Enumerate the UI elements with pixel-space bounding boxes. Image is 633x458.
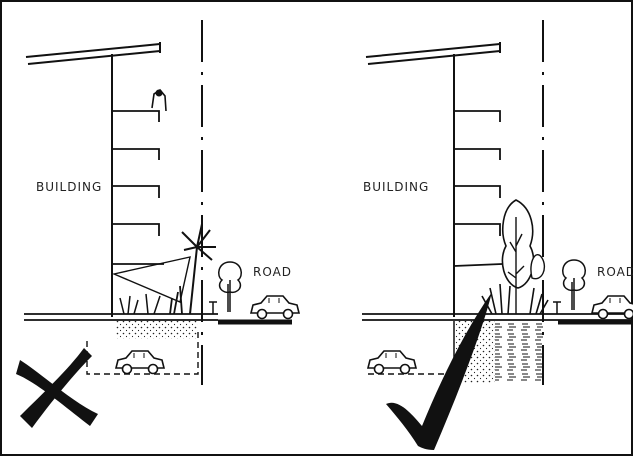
balconies: [454, 111, 502, 266]
roof-line: [26, 42, 160, 64]
street-tree: [219, 262, 242, 312]
balconies: [112, 111, 164, 264]
road-label: ROAD: [253, 265, 292, 279]
cross-mark-icon: [16, 348, 98, 428]
building-label: BUILDING: [363, 180, 429, 194]
street-tree: [563, 260, 586, 310]
ground-line: [362, 314, 632, 320]
ground-line: [24, 314, 218, 320]
building-label: BUILDING: [36, 180, 102, 194]
right-panel: ROAD BUILDING: [362, 20, 633, 450]
dense-planting: [482, 200, 548, 314]
root-zone: [495, 321, 543, 383]
roof-line: [366, 42, 500, 64]
person-figure: [152, 90, 166, 112]
soil-layer: [116, 321, 198, 339]
left-panel: ROAD BUILDING: [16, 20, 299, 428]
basement-car: [368, 351, 416, 374]
basement-car: [116, 351, 164, 374]
road-label: ROAD: [597, 265, 633, 279]
road-car: [592, 296, 633, 319]
road-car: [251, 296, 299, 319]
